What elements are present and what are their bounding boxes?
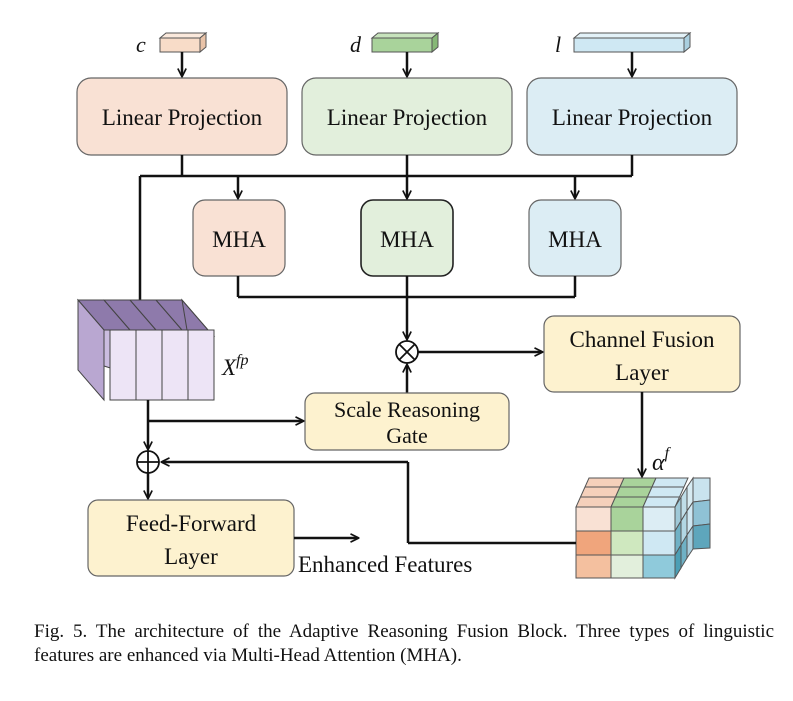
linear-projection-d: Linear Projection [301, 77, 513, 156]
add-operator-icon [136, 450, 160, 474]
input-symbol-d: d [350, 32, 362, 57]
svg-text:Channel Fusion: Channel Fusion [569, 327, 715, 352]
linear-projection-l: Linear Projection [526, 77, 738, 156]
svg-text:Feed-Forward: Feed-Forward [126, 511, 257, 536]
feed-forward-layer: Feed-Forward Layer [87, 499, 295, 577]
feature-tensor-xfp: Xfp [76, 298, 249, 402]
mha-l: MHA [528, 199, 622, 277]
input-token-d: d [350, 31, 440, 57]
mha-d: MHA [360, 199, 454, 277]
svg-text:MHA: MHA [548, 227, 602, 252]
channel-fusion-layer: Channel Fusion Layer [543, 315, 741, 393]
scale-reasoning-gate: Scale Reasoning Gate [304, 392, 510, 451]
alpha-feedback-routing [406, 462, 576, 545]
svg-text:Linear Projection: Linear Projection [552, 105, 713, 130]
svg-text:Layer: Layer [164, 544, 218, 569]
input-symbol-l: l [555, 32, 561, 57]
figure-caption: Fig. 5. The architecture of the Adaptive… [34, 621, 774, 666]
multiply-operator-icon [395, 340, 419, 364]
linear-projection-c: Linear Projection [76, 77, 288, 156]
mha-c: MHA [192, 199, 286, 277]
svg-text:MHA: MHA [380, 227, 434, 252]
enhanced-features-label: Enhanced Features [298, 552, 472, 577]
alpha-label: αf [652, 445, 672, 476]
svg-text:Linear Projection: Linear Projection [102, 105, 263, 130]
svg-text:Linear Projection: Linear Projection [327, 105, 488, 130]
svg-text:MHA: MHA [212, 227, 266, 252]
svg-text:Gate: Gate [386, 423, 428, 448]
input-token-l: l [555, 31, 692, 57]
svg-text:Scale Reasoning: Scale Reasoning [334, 397, 480, 422]
architecture-diagram: c d l Linear Projection Linear Projectio… [76, 31, 741, 580]
feature-tensor-label: Xfp [221, 352, 249, 380]
input-token-c: c [136, 31, 208, 57]
alpha-weight-cube: αf [575, 445, 711, 580]
projection-routing [138, 155, 634, 300]
input-symbol-c: c [136, 32, 146, 57]
svg-text:Layer: Layer [615, 360, 669, 385]
